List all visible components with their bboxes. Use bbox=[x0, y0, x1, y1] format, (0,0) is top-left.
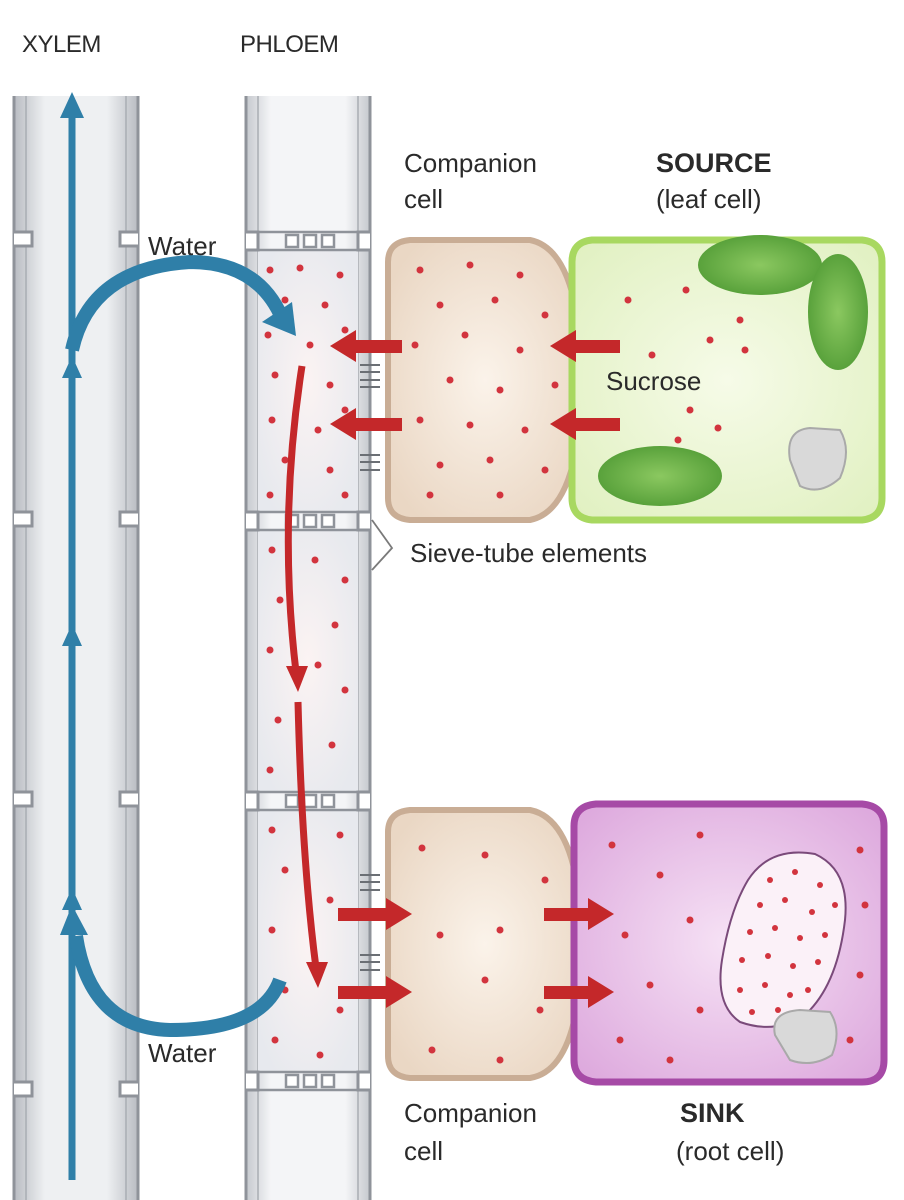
sucrose-label: Sucrose bbox=[606, 366, 701, 396]
companion-cell-bottom-label: Companion bbox=[404, 1098, 537, 1128]
sieve-tube-element bbox=[258, 250, 358, 512]
arrowhead-icon bbox=[60, 905, 88, 935]
companion-cell-top bbox=[385, 237, 586, 523]
sieve-plate bbox=[246, 510, 370, 532]
arrowhead-icon bbox=[262, 302, 296, 336]
sieve-tube-pointer bbox=[371, 519, 394, 571]
sucrose-flow-arrows bbox=[330, 330, 620, 1008]
chloroplast bbox=[698, 235, 822, 295]
sieve-tube-label: Sieve-tube elements bbox=[410, 538, 647, 568]
companion-cell-top-label: Companion bbox=[404, 148, 537, 178]
chloroplast bbox=[808, 254, 868, 370]
phloem-tube bbox=[244, 96, 380, 1200]
arrowhead-icon bbox=[62, 356, 82, 378]
arrowhead-icon bbox=[306, 962, 328, 988]
sieve-tube-element bbox=[258, 530, 358, 792]
arrowhead-icon bbox=[60, 92, 84, 118]
xylem-vessel bbox=[12, 92, 140, 1200]
companion-cell-bottom bbox=[385, 807, 586, 1081]
water-arrow-top bbox=[65, 254, 289, 352]
sieve-plate bbox=[246, 230, 370, 252]
vacuole bbox=[773, 1008, 838, 1065]
sieve-plate bbox=[246, 790, 370, 812]
companion-cell-top-label-line2: cell bbox=[404, 184, 443, 214]
companion-cell-bottom-label-line2: cell bbox=[404, 1136, 443, 1166]
water-label-bottom: Water bbox=[148, 1038, 217, 1068]
translocation-arrow-lower bbox=[294, 701, 320, 969]
vacuole bbox=[788, 426, 847, 491]
arrowhead-icon bbox=[286, 666, 308, 692]
translocation-arrow-upper bbox=[284, 365, 306, 673]
chloroplast bbox=[598, 446, 722, 506]
sieve-plate bbox=[246, 1070, 370, 1092]
source-label: SOURCE bbox=[656, 148, 772, 178]
source-sublabel: (leaf cell) bbox=[656, 184, 761, 214]
arrowhead-icon bbox=[62, 624, 82, 646]
sink-label: SINK bbox=[680, 1098, 745, 1128]
water-label-top: Water bbox=[148, 231, 217, 261]
sink-sublabel: (root cell) bbox=[676, 1136, 784, 1166]
arrowhead-icon bbox=[62, 888, 82, 910]
sucrose-molecules bbox=[264, 261, 869, 1064]
xylem-label: XYLEM bbox=[22, 31, 101, 58]
phloem-label: PHLOEM bbox=[240, 31, 338, 58]
water-arrow-bottom bbox=[69, 934, 287, 1038]
